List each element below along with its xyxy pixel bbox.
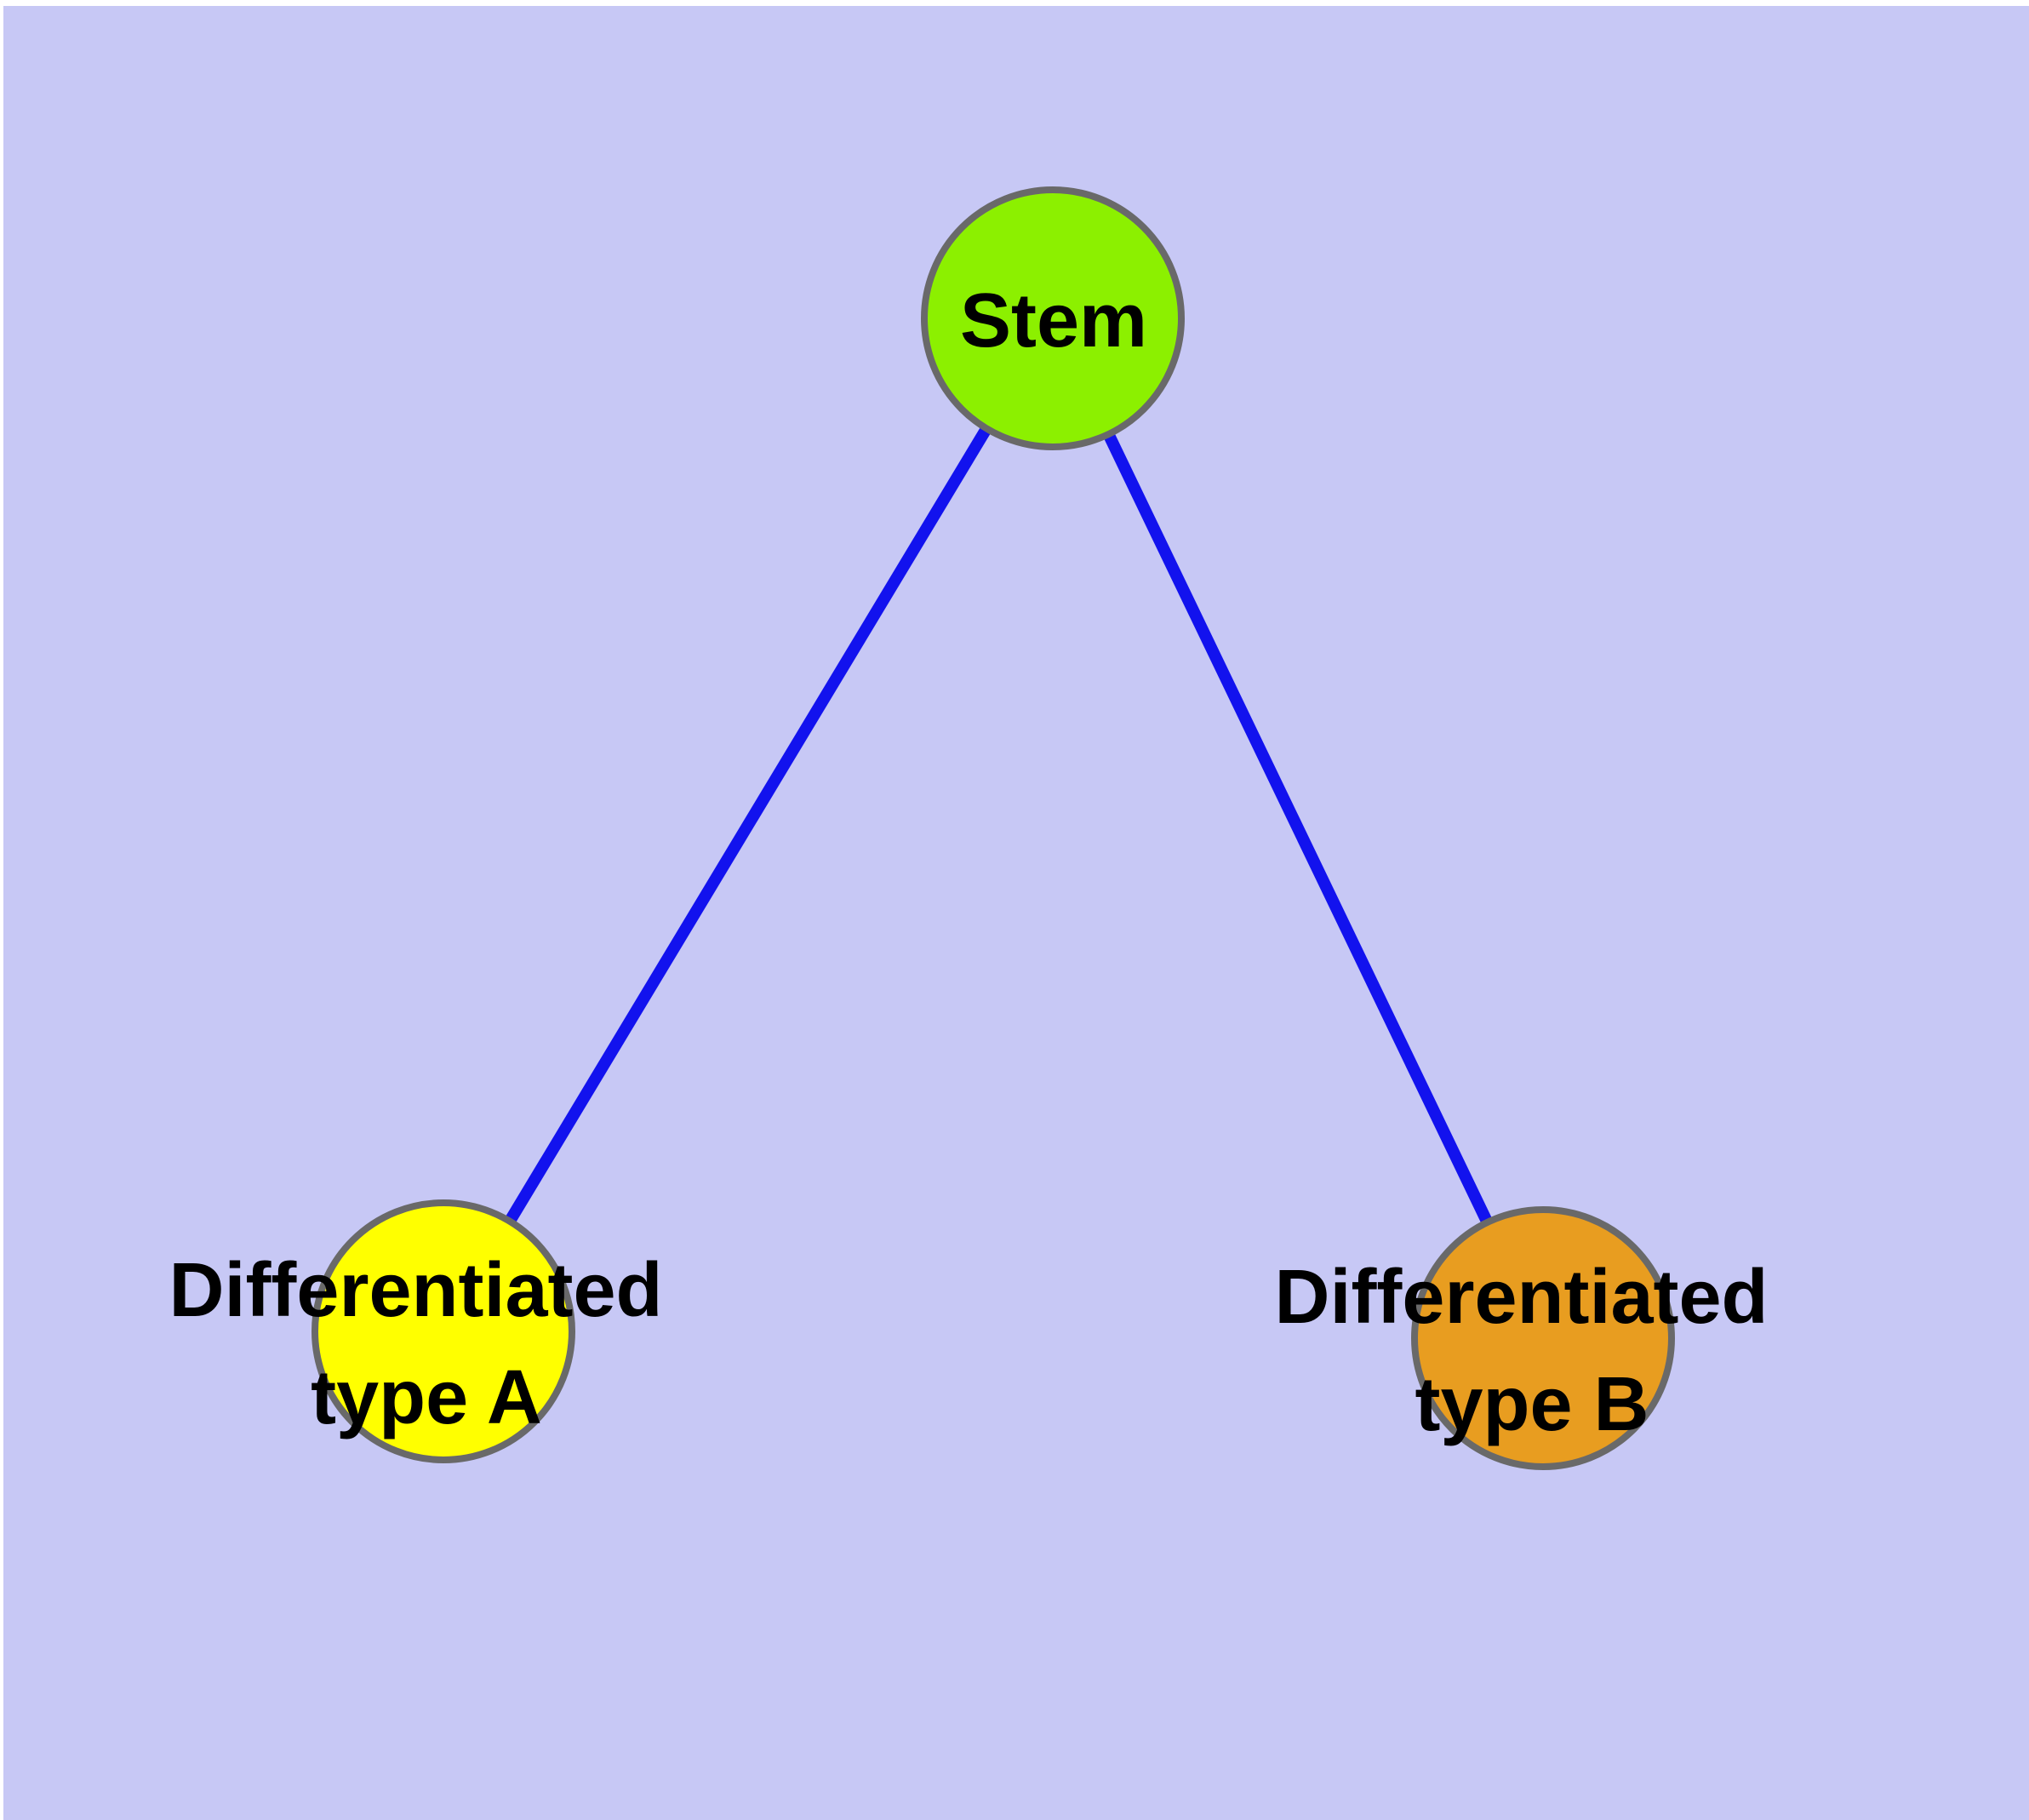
node-stem-label: Stem [960,278,1147,363]
node-stem [921,186,1185,450]
node-type-b-label-line-1: Differentiated [1274,1255,1768,1340]
edge-stem-to-type-b [1047,315,1549,1342]
node-type-b-label-line-2: type B [1415,1362,1649,1447]
node-differentiated-type-a [311,1199,575,1463]
label-group: Stem Differentiated type A Differentiate… [169,278,1789,1447]
node-type-b-label: Differentiated type B [1274,1255,1789,1447]
node-differentiated-type-b [1411,1206,1675,1470]
edge-stem-to-type-a [438,315,1058,1335]
node-group [311,186,1675,1470]
edge-group [438,315,1549,1342]
node-stem-label-line: Stem [960,278,1147,363]
node-type-a-label: Differentiated type A [169,1248,683,1440]
node-type-a-label-line-1: Differentiated [169,1248,662,1333]
node-type-a-label-line-2: type A [311,1355,542,1440]
